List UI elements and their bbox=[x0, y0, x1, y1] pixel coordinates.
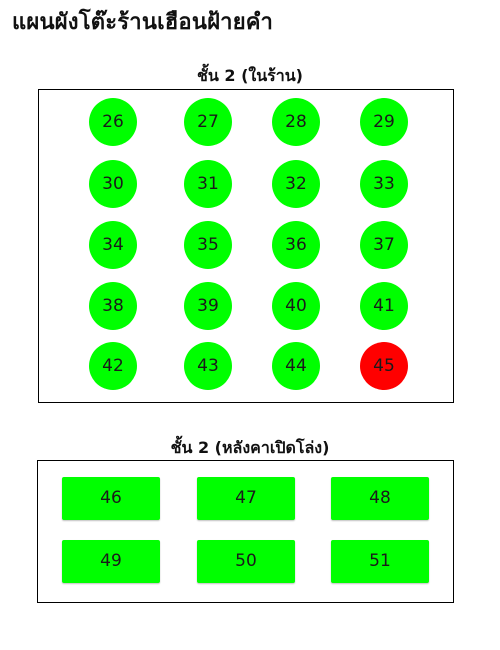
table-50[interactable]: 50 bbox=[197, 539, 295, 583]
page-title: แผนผังโต๊ะร้านเฮือนฝ้ายคำ bbox=[12, 10, 274, 35]
table-37[interactable]: 37 bbox=[360, 221, 408, 269]
table-48[interactable]: 48 bbox=[331, 476, 429, 520]
table-29[interactable]: 29 bbox=[360, 98, 408, 146]
table-28[interactable]: 28 bbox=[272, 98, 320, 146]
table-33[interactable]: 33 bbox=[360, 160, 408, 208]
table-47[interactable]: 47 bbox=[197, 476, 295, 520]
table-42[interactable]: 42 bbox=[89, 342, 137, 390]
table-35[interactable]: 35 bbox=[184, 221, 232, 269]
zone-indoor-area bbox=[38, 89, 454, 403]
zone-indoor-title: ชั้น 2 (ในร้าน) bbox=[197, 66, 303, 85]
table-36[interactable]: 36 bbox=[272, 221, 320, 269]
table-26[interactable]: 26 bbox=[89, 98, 137, 146]
table-30[interactable]: 30 bbox=[89, 160, 137, 208]
table-32[interactable]: 32 bbox=[272, 160, 320, 208]
table-31[interactable]: 31 bbox=[184, 160, 232, 208]
table-40[interactable]: 40 bbox=[272, 282, 320, 330]
table-41[interactable]: 41 bbox=[360, 282, 408, 330]
table-39[interactable]: 39 bbox=[184, 282, 232, 330]
table-49[interactable]: 49 bbox=[62, 539, 160, 583]
table-34[interactable]: 34 bbox=[89, 221, 137, 269]
zone-open-roof-title: ชั้น 2 (หลังคาเปิดโล่ง) bbox=[170, 438, 330, 457]
table-45[interactable]: 45 bbox=[360, 342, 408, 390]
table-43[interactable]: 43 bbox=[184, 342, 232, 390]
table-51[interactable]: 51 bbox=[331, 539, 429, 583]
table-46[interactable]: 46 bbox=[62, 476, 160, 520]
table-27[interactable]: 27 bbox=[184, 98, 232, 146]
table-44[interactable]: 44 bbox=[272, 342, 320, 390]
table-38[interactable]: 38 bbox=[89, 282, 137, 330]
zone-open-roof-area bbox=[37, 460, 454, 603]
